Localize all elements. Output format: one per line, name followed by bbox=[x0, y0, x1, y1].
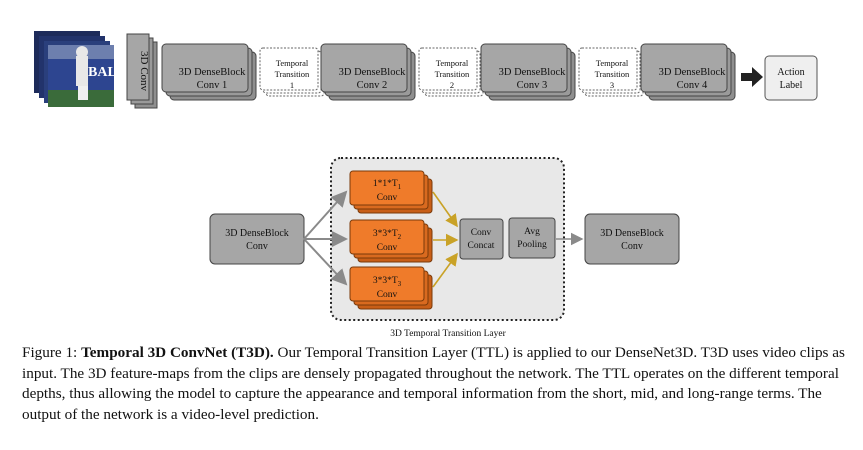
ttl-layer-label: 3D Temporal Transition Layer bbox=[390, 329, 506, 339]
conv3d-label: 3D Conv bbox=[138, 51, 150, 92]
ttl-branch-3-sub: 3 bbox=[398, 280, 402, 288]
ttl-branch-3: 3*3*T3 Conv bbox=[349, 266, 433, 310]
ttl-branch-3-line2: Conv bbox=[377, 290, 398, 300]
dense-block-1-line2: Conv 1 bbox=[197, 80, 228, 91]
dense-block-2-line1: 3D DenseBlock bbox=[339, 67, 407, 78]
action-label-box: Action Label bbox=[764, 55, 818, 101]
transition-3-line2: Transition bbox=[595, 69, 630, 79]
ttl-pool-line2: Pooling bbox=[517, 240, 547, 250]
ttl-branch-2-line2: Conv bbox=[377, 243, 398, 253]
ttl-branch-2-kernel: 3*3*T bbox=[373, 229, 398, 239]
conv3d-block: 3D Conv bbox=[126, 33, 158, 109]
dense-block-1: 3D DenseBlock Conv 1 bbox=[161, 43, 257, 101]
ttl-pool-block: Avg Pooling bbox=[508, 217, 556, 259]
dense-block-1-line1: 3D DenseBlock bbox=[179, 67, 247, 78]
svg-text:1*1*T1: 1*1*T1 bbox=[373, 179, 402, 191]
ttl-input-line1: 3D DenseBlock bbox=[225, 228, 289, 239]
transition-3: Temporal Transition 3 bbox=[578, 47, 644, 97]
ttl-branch-1: 1*1*T1 Conv bbox=[349, 170, 433, 214]
ttl-pool-line1: Avg bbox=[524, 227, 540, 237]
ttl-concat-line1: Conv bbox=[471, 228, 492, 238]
ttl-output-block: 3D DenseBlock Conv bbox=[584, 213, 680, 265]
ttl-input-line2: Conv bbox=[246, 241, 268, 252]
output-arrow-icon bbox=[741, 67, 763, 87]
transition-1-line2: Transition bbox=[275, 69, 310, 79]
svg-text:3*3*T2: 3*3*T2 bbox=[373, 229, 402, 241]
transition-1: Temporal Transition 1 bbox=[259, 47, 325, 97]
ttl-branch-2: 3*3*T2 Conv bbox=[349, 219, 433, 263]
caption-title: Temporal 3D ConvNet (T3D). bbox=[81, 344, 274, 361]
ttl-branch-2-sub: 2 bbox=[398, 233, 402, 241]
action-label-line2: Label bbox=[780, 80, 803, 91]
transition-1-line3: 1 bbox=[290, 80, 294, 90]
dense-block-4: 3D DenseBlock Conv 4 bbox=[640, 43, 736, 101]
dense-block-3: 3D DenseBlock Conv 3 bbox=[480, 43, 576, 101]
dense-block-2-line2: Conv 2 bbox=[357, 80, 388, 91]
ttl-output-line2: Conv bbox=[621, 241, 643, 252]
dense-block-3-line1: 3D DenseBlock bbox=[499, 67, 567, 78]
caption-body: Our Temporal Transition Layer (TTL) is a… bbox=[22, 344, 845, 423]
transition-2-line3: 2 bbox=[450, 80, 454, 90]
action-label-line1: Action bbox=[777, 67, 804, 78]
ttl-branch-1-line2: Conv bbox=[377, 193, 398, 203]
ttl-branch-1-kernel: 1*1*T bbox=[373, 179, 398, 189]
ttl-output-line1: 3D DenseBlock bbox=[600, 228, 664, 239]
transition-3-line3: 3 bbox=[610, 80, 614, 90]
transition-1-line1: Temporal bbox=[276, 58, 309, 68]
dense-block-2: 3D DenseBlock Conv 2 bbox=[320, 43, 416, 101]
ttl-branch-1-sub: 1 bbox=[398, 183, 402, 191]
dense-block-4-line2: Conv 4 bbox=[677, 80, 708, 91]
ttl-concat-block: Conv Concat bbox=[459, 218, 504, 260]
transition-2: Temporal Transition 2 bbox=[418, 47, 484, 97]
figure-caption: Figure 1: Temporal 3D ConvNet (T3D). Our… bbox=[22, 343, 846, 425]
caption-figure-label: Figure 1: bbox=[22, 344, 78, 361]
transition-2-line2: Transition bbox=[435, 69, 470, 79]
transition-3-line1: Temporal bbox=[596, 58, 629, 68]
ttl-input-block: 3D DenseBlock Conv bbox=[209, 213, 305, 265]
video-clip-frames: BAL bbox=[34, 31, 117, 107]
dense-block-3-line2: Conv 3 bbox=[517, 80, 548, 91]
ttl-branch-3-kernel: 3*3*T bbox=[373, 276, 398, 286]
dense-block-4-line1: 3D DenseBlock bbox=[659, 67, 727, 78]
svg-text:3*3*T3: 3*3*T3 bbox=[373, 276, 402, 288]
transition-2-line1: Temporal bbox=[436, 58, 469, 68]
ttl-concat-line2: Concat bbox=[468, 241, 495, 251]
t3d-architecture-diagram: BAL 3D Conv 3D DenseBlock Conv 1 Tempora… bbox=[34, 31, 818, 339]
frame-overlay-text: BAL bbox=[88, 65, 117, 80]
